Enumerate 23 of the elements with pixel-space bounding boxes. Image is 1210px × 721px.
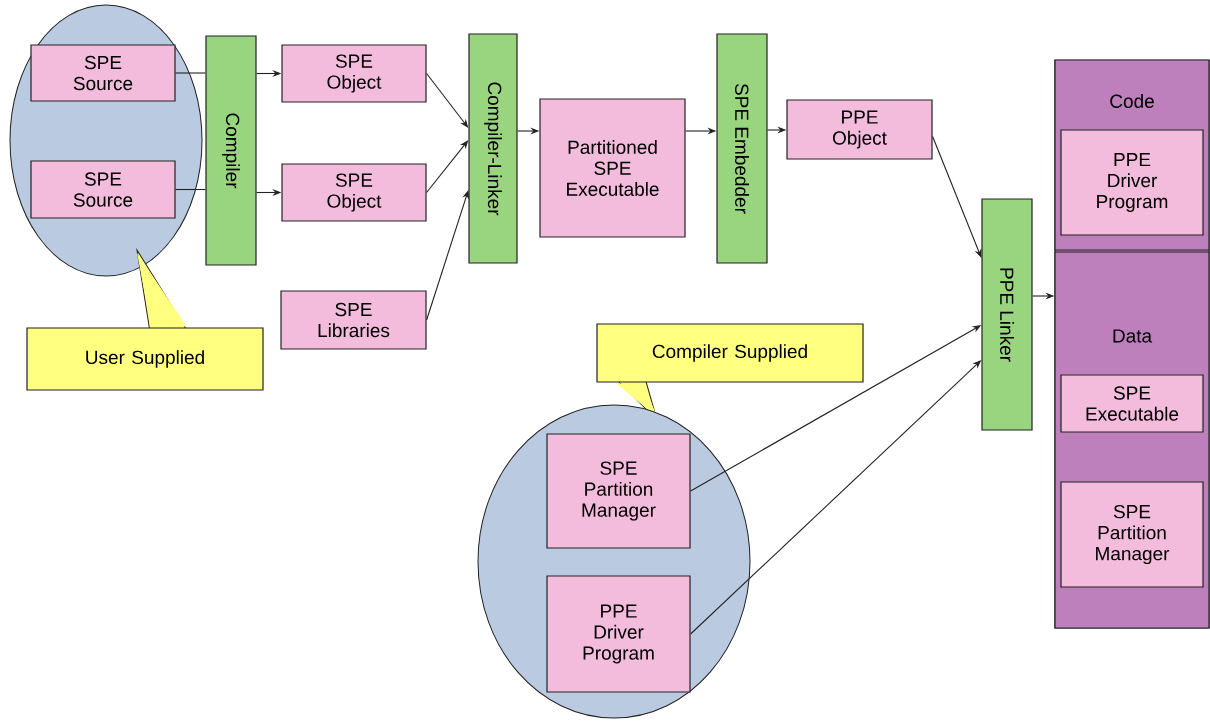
tool-bar: PPE Linker <box>981 198 1033 431</box>
file-box: Partitioned SPE Executable <box>539 98 686 238</box>
file-box: SPE Source <box>30 44 176 102</box>
arrow <box>426 190 469 321</box>
arrow <box>932 135 982 258</box>
callout-bubble: User Supplied <box>26 249 264 391</box>
tool-bar: Compiler <box>205 35 257 266</box>
file-box: PPE Driver Program <box>1060 129 1204 236</box>
tool-bar: Compiler-Linker <box>468 33 518 264</box>
file-box: SPE Source <box>30 160 176 219</box>
callout-bubble: Compiler Supplied <box>596 323 864 421</box>
file-box: SPE Libraries <box>280 290 427 350</box>
tool-bar: SPE Embedder <box>716 33 768 264</box>
file-box: PPE Driver Program <box>546 575 691 693</box>
file-box: PPE Object <box>786 99 933 160</box>
line <box>175 72 206 74</box>
line <box>175 188 206 191</box>
file-box: SPE Object <box>281 163 427 222</box>
file-box: SPE Partition Manager <box>1060 481 1204 588</box>
file-box: SPE Object <box>281 44 427 103</box>
arrow <box>426 72 469 128</box>
file-box: SPE Partition Manager <box>546 433 691 549</box>
file-box: SPE Executable <box>1060 374 1204 433</box>
